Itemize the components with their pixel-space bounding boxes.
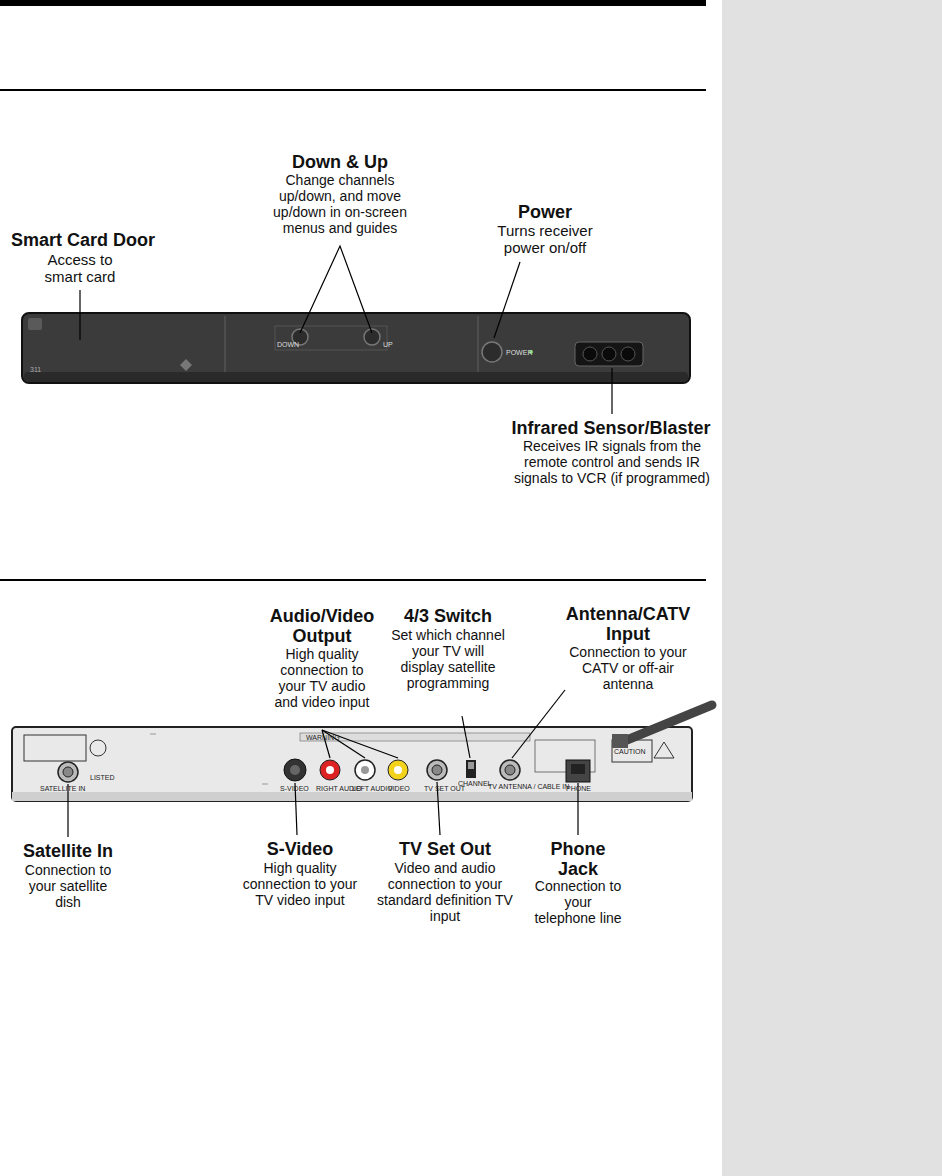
back-panel — [326, 766, 334, 774]
section-rule — [0, 579, 706, 581]
back-panel — [654, 742, 674, 758]
callout-text: Receives IR signals from the remote cont… — [512, 438, 712, 486]
callout-text: Connection to your CATV or off-air anten… — [561, 644, 696, 692]
front-panel — [621, 347, 635, 361]
back-panel — [500, 760, 520, 780]
panel-marking: UP — [383, 341, 393, 349]
callout-title: Smart Card Door — [3, 230, 163, 250]
callout-title: Power — [485, 202, 605, 222]
panel-marking: PHONE — [566, 785, 591, 793]
side-panel — [722, 0, 942, 1176]
back-panel — [466, 760, 476, 778]
back-panel — [320, 760, 340, 780]
back-panel — [388, 760, 408, 780]
panel-marking: WARNING — [306, 734, 340, 742]
top-bar — [0, 0, 706, 6]
back-panel — [355, 760, 375, 780]
callout-text: Access to smart card — [30, 251, 130, 285]
back-panel — [300, 733, 530, 741]
back-panel — [90, 740, 106, 756]
front-panel — [24, 372, 688, 382]
back-panel — [361, 766, 369, 774]
front-panel — [28, 318, 42, 330]
callout-title: Down & Up — [255, 152, 425, 172]
callout-title: Audio/Video Output — [262, 606, 382, 646]
back-panel — [12, 792, 692, 801]
callout-title: Antenna/CATV Input — [553, 604, 703, 644]
callout-title: TV Set Out — [385, 839, 505, 859]
leader-line — [462, 716, 470, 758]
panel-marking: 311 — [30, 366, 41, 374]
panel-marking: S-VIDEO — [280, 785, 309, 793]
back-panel — [468, 762, 474, 769]
back-panel — [566, 760, 590, 782]
front-panel — [482, 342, 502, 362]
leader-line — [79, 290, 80, 340]
panel-marking: DOWN — [277, 341, 299, 349]
panel-marking: LISTED — [90, 774, 115, 782]
back-panel — [432, 765, 442, 775]
back-panel — [612, 734, 628, 748]
callout-text: High quality connection to your TV video… — [241, 860, 359, 908]
back-panel — [394, 766, 402, 774]
back-panel — [24, 735, 86, 761]
callout-title: Infrared Sensor/Blaster — [501, 418, 721, 438]
front-panel — [22, 313, 690, 383]
callout-text: Set which channel your TV will display s… — [389, 627, 507, 691]
front-panel — [575, 342, 643, 366]
callout-title: S-Video — [245, 839, 355, 859]
back-panel — [284, 759, 306, 781]
leader-line — [494, 262, 520, 338]
front-panel — [180, 359, 192, 371]
back-panel — [505, 765, 515, 775]
back-panel — [58, 762, 78, 782]
back-panel — [12, 727, 692, 801]
callout-title: Satellite In — [3, 841, 133, 861]
callout-title: Phone Jack — [538, 839, 618, 879]
leader-line — [512, 690, 565, 758]
leader-line — [300, 246, 372, 333]
back-panel — [12, 705, 712, 801]
front-panel — [22, 313, 690, 383]
panel-marking: TV ANTENNA / CABLE IN — [488, 783, 569, 791]
panel-marking: POWER — [506, 349, 532, 357]
front-panel — [583, 347, 597, 361]
back-panel — [571, 764, 585, 774]
callout-text: Turns receiver power on/off — [485, 222, 605, 256]
callout-text: Change channels up/down, and move up/dow… — [265, 172, 415, 236]
panel-marking: LEFT AUDIO — [352, 785, 393, 793]
panel-marking: SATELLITE IN — [40, 785, 85, 793]
section-rule — [0, 89, 706, 91]
panel-marking: CHANNEL — [458, 780, 491, 788]
panel-marking: CAUTION — [614, 748, 646, 756]
callout-title: 4/3 Switch — [393, 606, 503, 626]
back-panel — [290, 765, 300, 775]
back-panel — [63, 767, 73, 777]
front-panel — [477, 316, 479, 372]
callout-text: Connection to your satellite dish — [16, 862, 120, 910]
callout-text: Video and audio connection to your stand… — [375, 860, 515, 924]
back-panel — [622, 705, 712, 742]
callout-text: High quality connection to your TV audio… — [266, 646, 378, 710]
front-panel — [224, 316, 226, 372]
front-panel — [602, 347, 616, 361]
leader-line — [611, 368, 612, 414]
back-panel — [427, 760, 447, 780]
callout-text: Connection to your telephone line — [532, 878, 624, 926]
panel-marking: VIDEO — [388, 785, 410, 793]
leader-line — [68, 246, 612, 837]
